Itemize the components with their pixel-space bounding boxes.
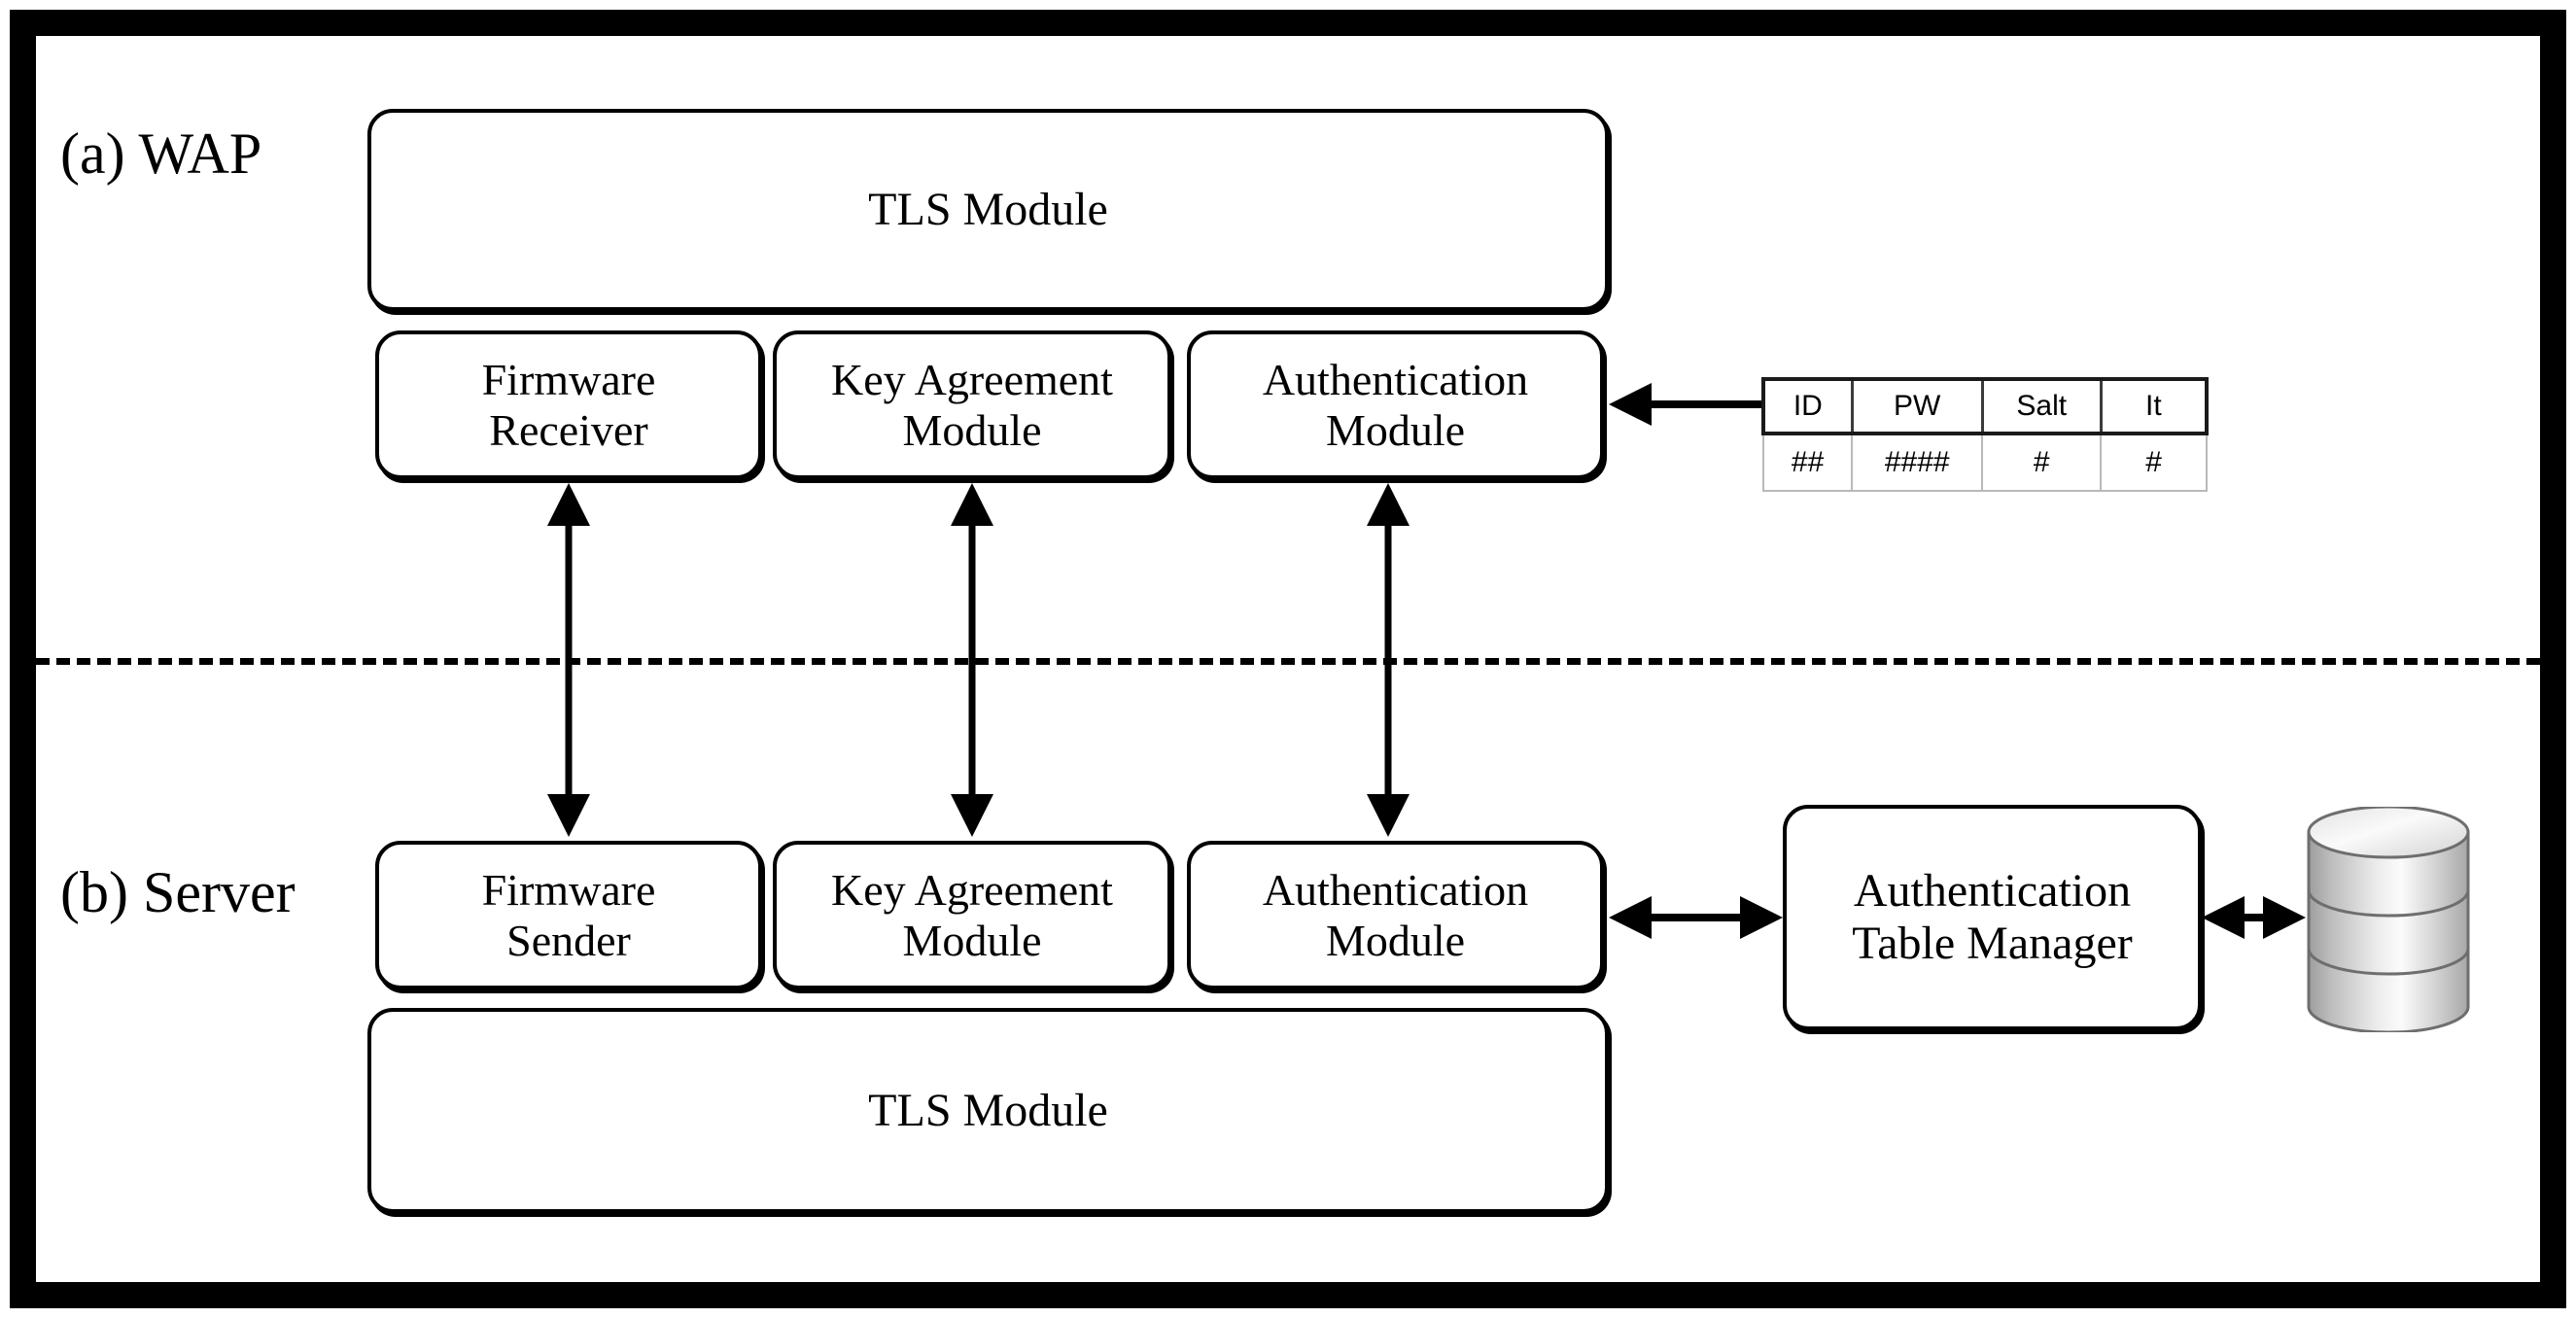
label-line-2: Module: [902, 915, 1042, 965]
label-line-2: Module: [1325, 915, 1466, 965]
server-key-agreement-module-box[interactable]: Key Agreement Module: [773, 841, 1171, 989]
authentication-credential-table: ID PW Salt It ## #### # #: [1760, 377, 2209, 492]
label-line-2: Sender: [506, 915, 631, 965]
wap-key-agreement-module-label: Key Agreement Module: [831, 355, 1113, 455]
wap-key-agreement-module-box[interactable]: Key Agreement Module: [773, 330, 1171, 479]
server-tls-module-box[interactable]: TLS Module: [367, 1008, 1609, 1213]
server-firmware-sender-label: Firmware Sender: [482, 865, 656, 965]
server-key-agreement-module-label: Key Agreement Module: [831, 865, 1113, 965]
wap-tls-module-label: TLS Module: [868, 184, 1108, 236]
table-header-cell: PW: [1850, 377, 1984, 435]
label-line-1: Authentication: [1853, 865, 2132, 918]
authentication-table-manager-box[interactable]: Authentication Table Manager: [1783, 805, 2202, 1030]
wap-firmware-receiver-label: Firmware Receiver: [482, 355, 656, 455]
label-line-1: Key Agreement: [831, 864, 1113, 915]
database-cylinder-icon: [2306, 805, 2471, 1034]
authentication-table-manager-label: Authentication Table Manager: [1852, 865, 2133, 970]
table-cell: ####: [1851, 434, 1984, 492]
label-line-2: Table Manager: [1852, 918, 2133, 969]
server-tls-module-label: TLS Module: [868, 1084, 1108, 1136]
table-header-cell: Salt: [1980, 377, 2103, 435]
wap-authentication-module-box[interactable]: Authentication Module: [1187, 330, 1604, 479]
section-label-server: (b) Server: [60, 860, 296, 924]
label-line-2: Module: [902, 404, 1042, 455]
label-line-1: Authentication: [1262, 354, 1529, 404]
section-label-wap: (a) WAP: [60, 121, 262, 186]
table-header-cell: ID: [1760, 377, 1854, 435]
table-header-cell: It: [2099, 377, 2209, 435]
server-authentication-module-box[interactable]: Authentication Module: [1187, 841, 1604, 989]
label-line-1: Authentication: [1262, 864, 1529, 915]
label-line-1: Key Agreement: [831, 354, 1113, 404]
label-line-1: Firmware: [481, 354, 656, 404]
label-line-1: Firmware: [481, 864, 656, 915]
table-cell: #: [2100, 434, 2208, 492]
label-line-2: Module: [1325, 404, 1466, 455]
table-header-row: ID PW Salt It: [1760, 377, 2209, 435]
table-cell: #: [1981, 434, 2103, 492]
table-row: ## #### # #: [1761, 434, 2208, 492]
wap-authentication-module-label: Authentication Module: [1263, 355, 1528, 455]
server-authentication-module-label: Authentication Module: [1263, 865, 1528, 965]
server-firmware-sender-box[interactable]: Firmware Sender: [375, 841, 762, 989]
wap-firmware-receiver-box[interactable]: Firmware Receiver: [375, 330, 762, 479]
wap-server-dashed-divider: [36, 658, 2540, 665]
label-line-2: Receiver: [489, 404, 648, 455]
table-cell: ##: [1761, 434, 1854, 492]
wap-tls-module-box[interactable]: TLS Module: [367, 109, 1609, 311]
